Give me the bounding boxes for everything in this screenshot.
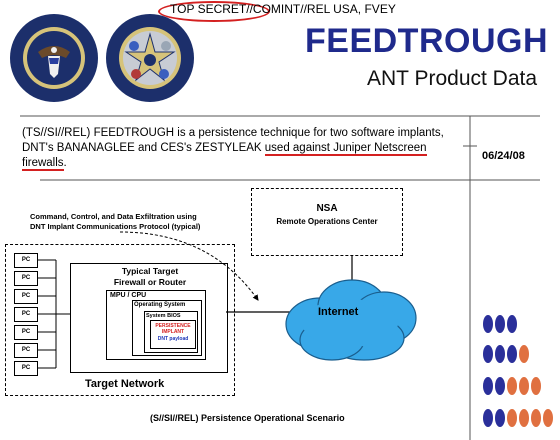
nsa-subtitle: Remote Operations Center: [276, 217, 378, 226]
command-control-line1: Command, Control, and Data Exfiltration …: [30, 212, 197, 221]
target-network-label: Target Network: [85, 378, 165, 390]
nsa-remote-operations-box: NSA Remote Operations Center: [251, 188, 403, 256]
classification-banner: TOP SECRET//COMINT//REL USA, FVEY: [170, 2, 396, 16]
pc-icon: PC: [14, 307, 38, 322]
pc-icon: PC: [14, 289, 38, 304]
classification-highlight-ring: [158, 1, 270, 22]
persistence-implant-box: PERSISTENCE IMPLANT DNT payload: [150, 320, 196, 349]
mpu-cpu-label: MPU / CPU: [110, 292, 147, 299]
product-subtitle: ANT Product Data: [367, 67, 538, 90]
dnt-payload-label: DNT payload: [157, 336, 189, 342]
nsa-title: NSA: [316, 203, 338, 214]
target-firewall-label-line2: Firewall or Router: [113, 277, 187, 287]
description-underlined-text: used against Juniper Netscreen firewalls: [22, 142, 427, 171]
pc-icon: PC: [14, 271, 38, 286]
description-text: (TS//SI//REL) FEEDTROUGH is a persistenc…: [22, 127, 444, 154]
decorative-dots: [483, 315, 553, 427]
operating-system-label: Operating System: [134, 302, 186, 308]
pc-icon: PC: [14, 325, 38, 340]
persistence-label-line2: IMPLANT: [161, 329, 185, 335]
command-control-line2: DNT Implant Communications Protocol (typ…: [30, 222, 201, 231]
target-network-box: [5, 244, 235, 396]
product-title: FEEDTROUGH: [305, 22, 548, 60]
pc-icon: PC: [14, 343, 38, 358]
css-seal-icon: [106, 14, 194, 102]
nsa-seal-icon: [10, 14, 98, 102]
system-bios-label: System BIOS: [146, 313, 181, 319]
description-paragraph: (TS//SI//REL) FEEDTROUGH is a persistenc…: [22, 126, 462, 171]
diagram-caption: (S//SI//REL) Persistence Operational Sce…: [150, 413, 345, 423]
target-firewall-label-line1: Typical Target: [121, 266, 179, 276]
pc-icon: PC: [14, 361, 38, 376]
description-end: .: [63, 157, 67, 169]
persistence-label-line1: PERSISTENCE: [155, 323, 191, 329]
command-control-label: Command, Control, and Data Exfiltration …: [30, 212, 200, 232]
internet-label: Internet: [318, 306, 359, 318]
internet-cloud-icon: [285, 279, 417, 361]
pc-icon: PC: [14, 253, 38, 268]
document-date: 06/24/08: [482, 150, 525, 162]
